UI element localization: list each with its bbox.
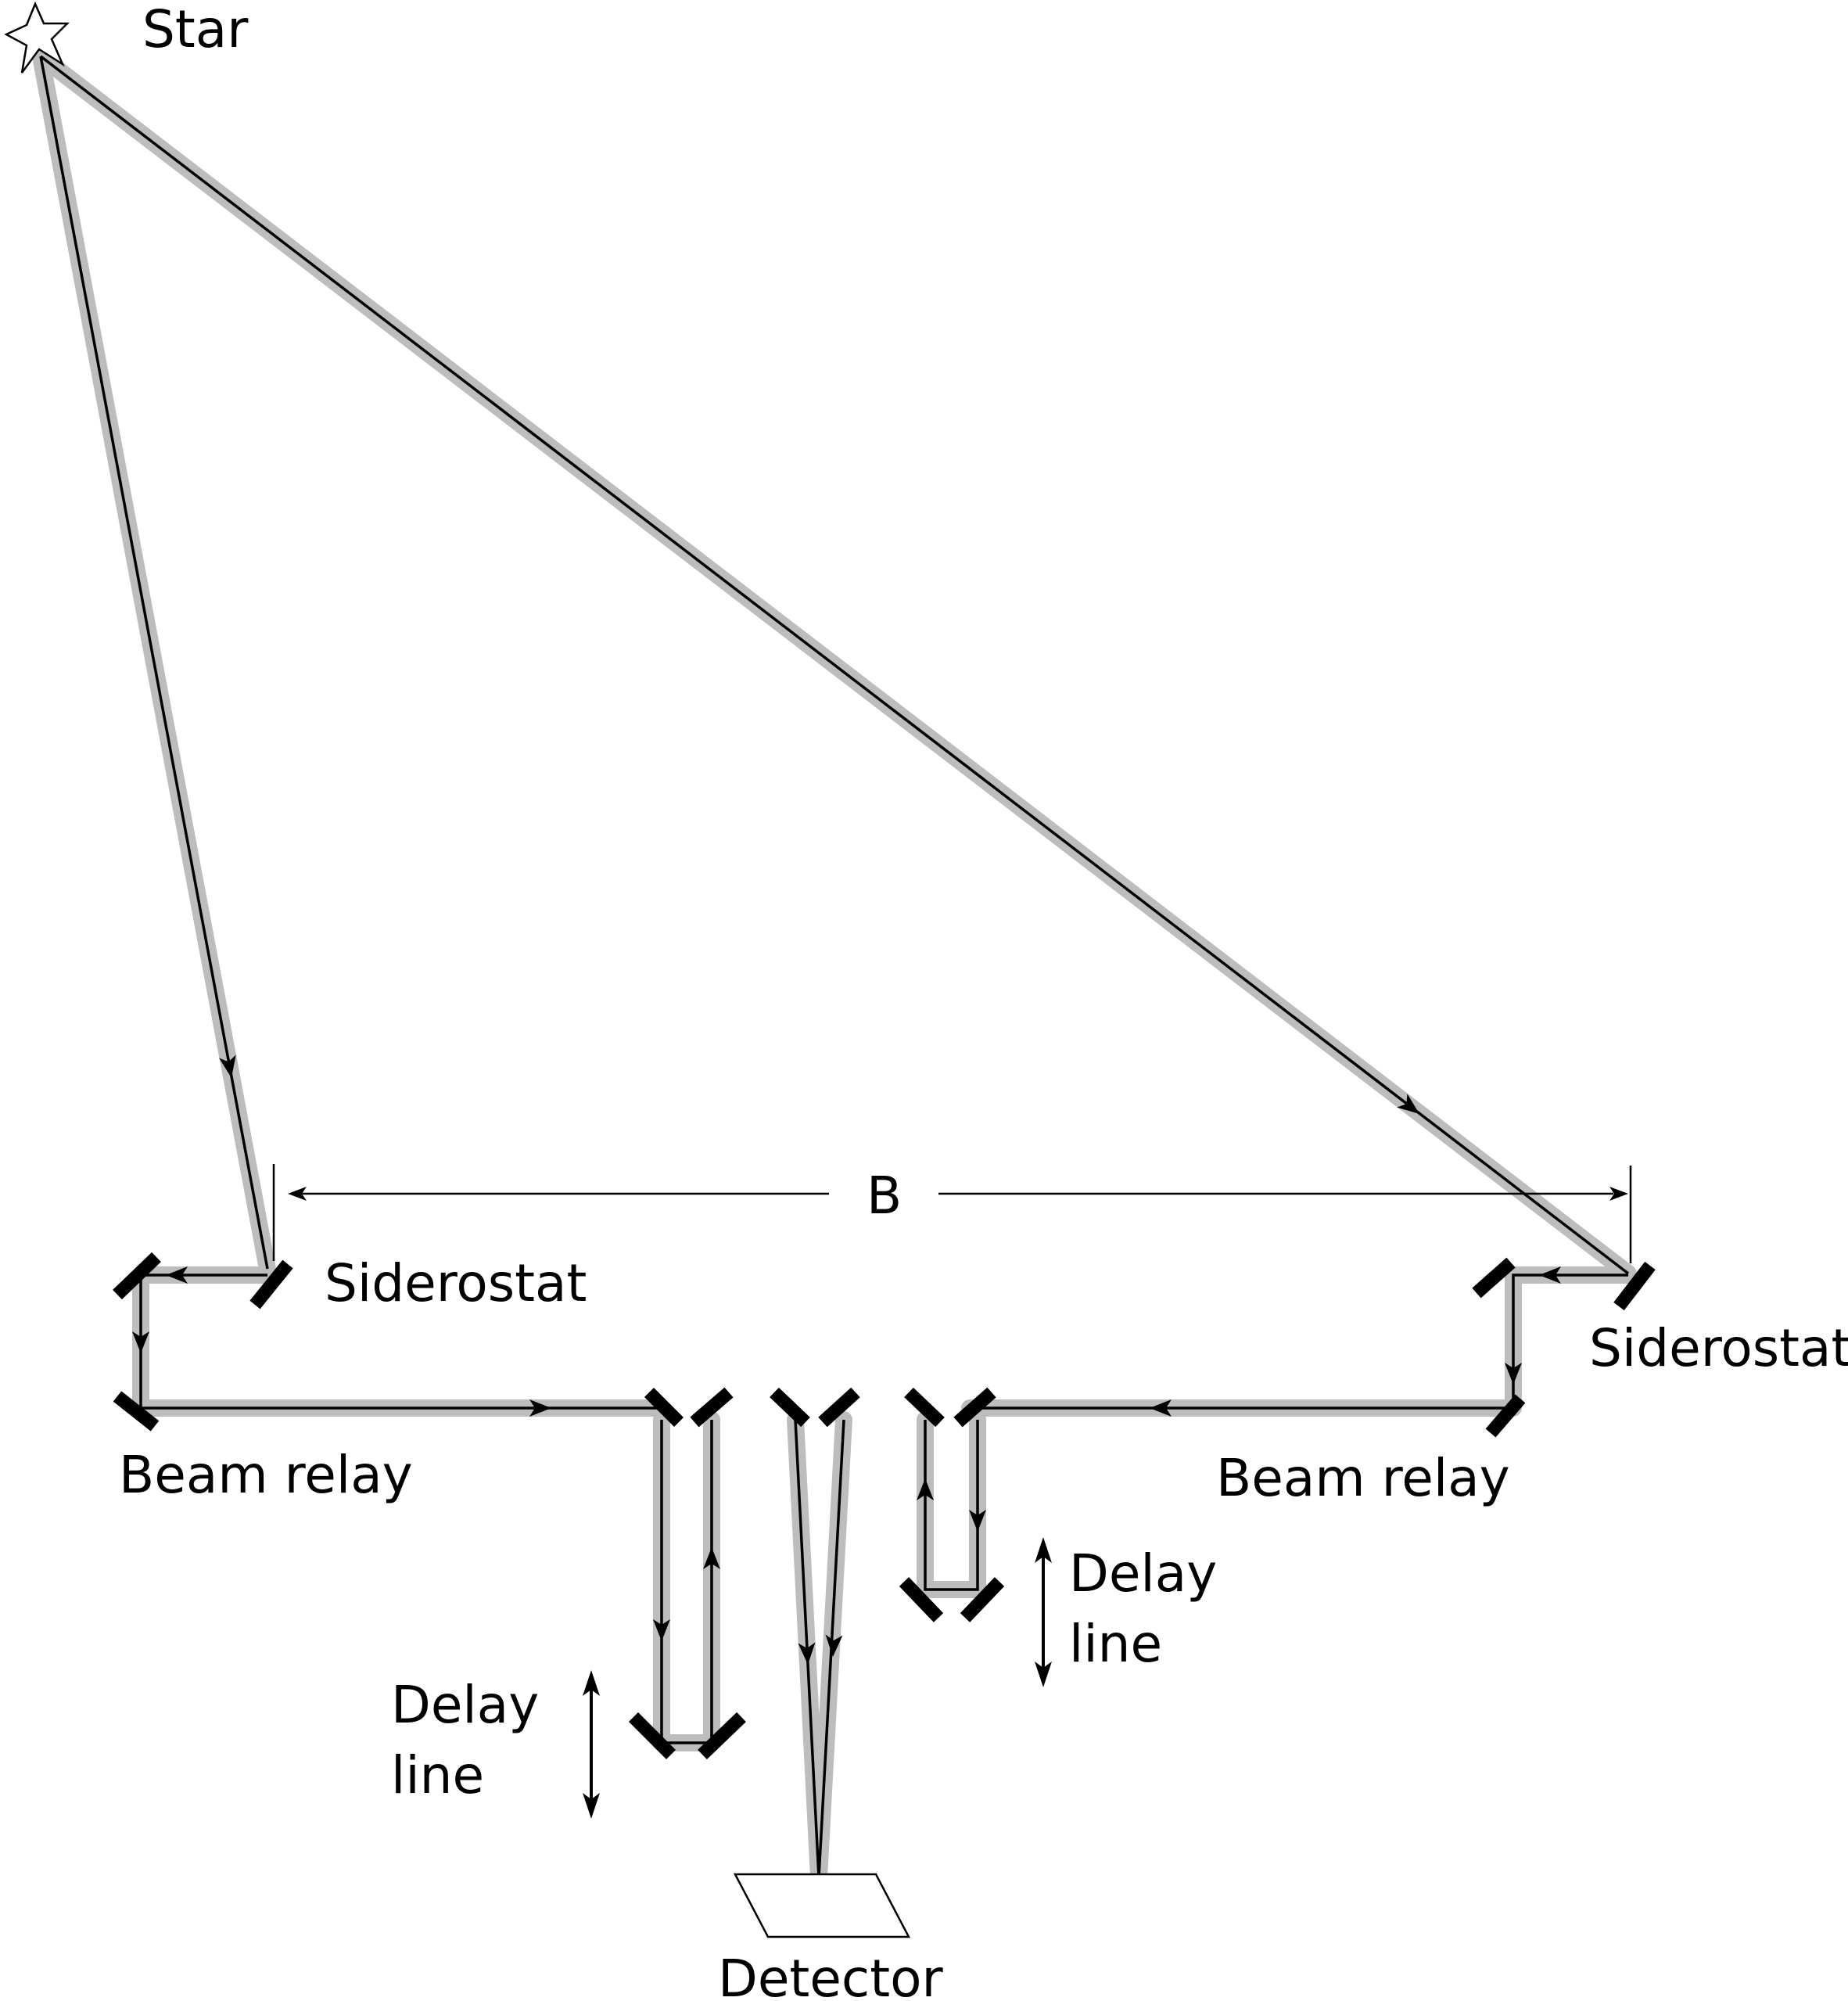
star-label: Star: [142, 0, 249, 59]
detector-label: Detector: [718, 1949, 943, 2001]
mirror-left-delay-bottom-b: [698, 1712, 746, 1760]
ray-arrow-group: [132, 1054, 1561, 1665]
delay-line-right-label-line2: line: [1069, 1614, 1162, 1674]
siderostat-right-label: Siderostat: [1589, 1318, 1848, 1378]
right-delay-motion-down-icon: [1035, 1662, 1052, 1687]
beam-ray-group: [39, 55, 1630, 1878]
mirror-left-delay-bottom-a: [628, 1712, 676, 1760]
siderostat-left-label: Siderostat: [325, 1253, 587, 1313]
arrowhead-right-delay-up: [917, 1478, 934, 1500]
mirror-left-siderostat: [249, 1259, 293, 1309]
ray-right-train: [970, 1274, 1628, 1410]
baseline-dimension: [272, 1164, 1632, 1263]
arrowhead-right-horizontal: [1539, 1266, 1561, 1284]
baseline-arrow-left: [288, 1187, 307, 1201]
beam-relay-left-label: Beam relay: [119, 1445, 413, 1505]
delay-line-left-label-line2: line: [391, 1745, 484, 1805]
arrowhead-left-vertical: [132, 1331, 149, 1353]
ray-star-to-left-siderostat: [39, 56, 269, 1270]
mirror-right-delay-entry-a: [904, 1387, 945, 1428]
left-delay-motion-down-icon: [583, 1793, 600, 1819]
ray-right-delay-line: [924, 1420, 979, 1591]
mirror-right-relay-top: [1472, 1257, 1516, 1299]
mirror-right-delay-bottom-b: [960, 1577, 1005, 1622]
arrowhead-detector-right-leg: [825, 1634, 843, 1657]
left-delay-motion-up-icon: [583, 1670, 600, 1696]
detector-icon: [733, 1873, 911, 1938]
arrowhead-right-incoming: [1397, 1094, 1419, 1114]
delay-line-left-label-line1: Delay: [391, 1675, 539, 1735]
arrowhead-right-main: [1150, 1399, 1172, 1417]
delay-motion-arrows: [583, 1537, 1052, 1819]
beam-relay-right-label: Beam relay: [1216, 1448, 1510, 1508]
baseline-arrow-right: [1609, 1187, 1628, 1201]
arrowhead-left-incoming: [219, 1054, 236, 1078]
mirror-left-delay-entry-b: [690, 1387, 734, 1428]
halo-right-delay-line: [917, 1411, 986, 1598]
halo-right-train: [961, 1266, 1637, 1417]
ray-star-to-right-siderostat: [39, 55, 1630, 1275]
mirror-right-delay-entry-b: [953, 1387, 996, 1428]
mirror-right-siderostat: [1613, 1261, 1656, 1311]
arrowhead-detector-left-leg: [798, 1642, 816, 1665]
arrowhead-right-delay-down: [969, 1510, 986, 1532]
mirror-right-delay-bottom-a: [899, 1577, 944, 1622]
halo-left-delay-line: [653, 1411, 720, 1751]
right-delay-motion-up-icon: [1035, 1537, 1052, 1563]
mirror-combiner-b: [818, 1387, 860, 1428]
mirror-right-relay-bottom: [1485, 1394, 1526, 1438]
arrowhead-left-horizontal: [166, 1266, 188, 1284]
mirror-left-delay-entry-a: [644, 1387, 684, 1428]
baseline-label: B: [867, 1166, 902, 1226]
mirror-left-relay-bottom: [113, 1391, 160, 1432]
mirror-left-relay-top: [113, 1252, 161, 1300]
ray-left-delay-line: [660, 1420, 713, 1744]
star-icon: [4, 1, 70, 74]
arrowhead-left-main: [529, 1399, 551, 1417]
arrowhead-left-delay-up: [703, 1547, 720, 1569]
arrowhead-right-vertical: [1505, 1363, 1522, 1385]
mirror-combiner-a: [770, 1387, 810, 1428]
arrowhead-left-delay-down: [653, 1619, 670, 1641]
mirror-group: [113, 1252, 1656, 1760]
delay-line-right-label-line1: Delay: [1069, 1543, 1217, 1604]
